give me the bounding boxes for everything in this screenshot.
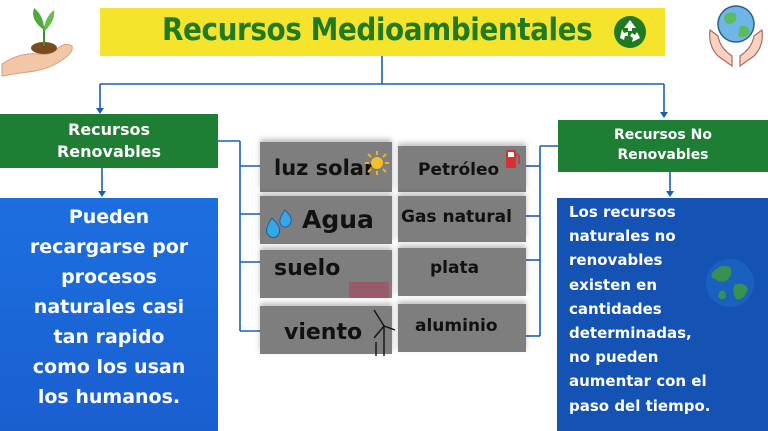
description-line: recargarse por	[29, 235, 189, 258]
resource-label: suelo	[274, 256, 341, 281]
description-line: determinadas,	[569, 324, 692, 343]
resource-tile-suelo: suelo	[260, 250, 392, 298]
earth-icon	[706, 259, 754, 307]
title-banner: Recursos Medioambientales	[100, 8, 665, 56]
resource-label: Agua	[302, 205, 374, 234]
description-line: cantidades	[569, 299, 662, 318]
description-line: naturales casi	[33, 295, 185, 318]
description-line: tan rapido	[53, 325, 165, 348]
globe-in-hands-icon	[709, 5, 763, 68]
fuel-pump-icon	[506, 150, 520, 168]
description-line: Pueden	[68, 205, 150, 228]
renewable-description: Pueden recargarse por procesos naturales…	[9, 202, 209, 412]
resource-label: Gas natural	[401, 207, 512, 227]
nonrenewable-description: Los recursos naturales no renovables exi…	[569, 200, 719, 418]
renewable-header-line2: Renovables	[56, 142, 162, 161]
page-title: Recursos Medioambientales	[162, 12, 593, 48]
resource-tile-aluminio: aluminio	[398, 304, 526, 352]
wind-turbine-icon	[373, 309, 396, 356]
sun-icon	[365, 151, 389, 175]
description-line: Los recursos	[569, 203, 676, 221]
resource-label: luz solar	[274, 156, 375, 180]
description-line: como los usan	[32, 355, 186, 378]
description-line: los humanos.	[37, 385, 181, 408]
nonrenewable-description-box: Los recursos naturales no renovables exi…	[557, 198, 768, 431]
resource-tile-plata: plata	[398, 248, 526, 296]
renewable-header-line1: Recursos	[68, 119, 150, 139]
plant-in-hand-icon	[1, 8, 73, 77]
description-line: aumentar con el	[569, 372, 707, 391]
description-line: no pueden	[569, 348, 659, 367]
soil-swatch	[349, 282, 389, 298]
resource-label: aluminio	[415, 316, 498, 336]
nonrenewable-header-line1: Recursos No	[614, 127, 712, 144]
nonrenewable-resources-header: Recursos No Renovables	[558, 120, 768, 172]
nonrenewable-header-line2: Renovables	[617, 147, 709, 163]
description-line: renovables	[569, 251, 663, 270]
description-line: paso del tiempo.	[569, 396, 711, 415]
resource-label: viento	[284, 320, 363, 345]
resource-tile-luz-solar: luz solar	[260, 142, 392, 192]
resource-label: Petróleo	[418, 160, 500, 180]
resource-tile-gas-natural: Gas natural	[398, 196, 526, 242]
recycle-icon	[614, 16, 646, 48]
water-drops-icon	[266, 209, 292, 238]
renewable-resources-header: Recursos Renovables	[0, 114, 218, 168]
description-line: existen en	[569, 275, 658, 294]
resource-tile-viento: viento	[260, 306, 396, 356]
resource-label: plata	[430, 258, 480, 278]
renewable-description-box: Pueden recargarse por procesos naturales…	[0, 198, 218, 431]
resource-tile-petroleo: Petróleo	[398, 146, 526, 192]
description-line: naturales no	[569, 227, 676, 246]
resource-tile-agua: Agua	[260, 196, 392, 244]
description-line: procesos	[61, 265, 157, 288]
